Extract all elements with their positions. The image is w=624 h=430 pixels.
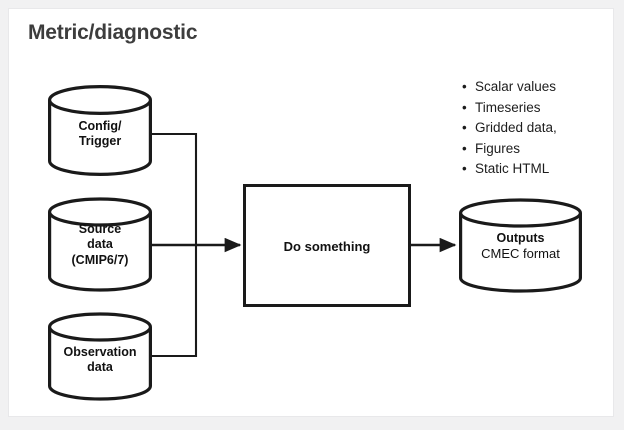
node-source-data[interactable]: Source data (CMIP6/7) bbox=[47, 197, 153, 292]
cylinder-icon bbox=[47, 197, 153, 292]
bullet-icon: • bbox=[462, 99, 467, 115]
bullet-icon: • bbox=[462, 79, 467, 94]
bullet-icon: • bbox=[462, 140, 467, 156]
bullet-icon: • bbox=[462, 120, 467, 135]
page-title: Metric/diagnostic bbox=[28, 21, 198, 44]
cylinder-icon bbox=[47, 312, 153, 401]
list-item-label: Figures bbox=[475, 140, 521, 156]
list-item-label: Static HTML bbox=[475, 161, 550, 176]
node-observation-data-label: Observation data bbox=[63, 345, 137, 375]
node-observation-data[interactable]: Observation data bbox=[47, 312, 153, 401]
list-item-label: Scalar values bbox=[475, 79, 557, 94]
list-item: • Scalar values bbox=[461, 77, 611, 98]
node-outputs-label: Outputs CMEC format bbox=[481, 231, 560, 262]
node-process-label: Do something bbox=[283, 239, 371, 254]
node-outputs[interactable]: Outputs CMEC format bbox=[458, 198, 583, 293]
cylinder-icon bbox=[47, 85, 153, 176]
list-item-label: Gridded data, bbox=[475, 120, 557, 135]
cylinder-icon bbox=[458, 198, 583, 293]
list-item: • Gridded data, bbox=[461, 118, 611, 139]
node-config-trigger-label: Config/ Trigger bbox=[78, 119, 122, 149]
node-process[interactable]: Do something bbox=[243, 184, 411, 307]
outputs-list: • Scalar values • Timeseries • Gridded d… bbox=[461, 77, 611, 180]
list-item: • Figures bbox=[461, 139, 611, 160]
bullet-icon: • bbox=[462, 161, 467, 176]
list-item-label: Timeseries bbox=[475, 99, 541, 115]
node-config-trigger[interactable]: Config/ Trigger bbox=[47, 85, 153, 176]
list-item: • Static HTML bbox=[461, 159, 611, 180]
node-source-data-label: Source data (CMIP6/7) bbox=[71, 222, 129, 267]
list-item: • Timeseries bbox=[461, 98, 611, 119]
